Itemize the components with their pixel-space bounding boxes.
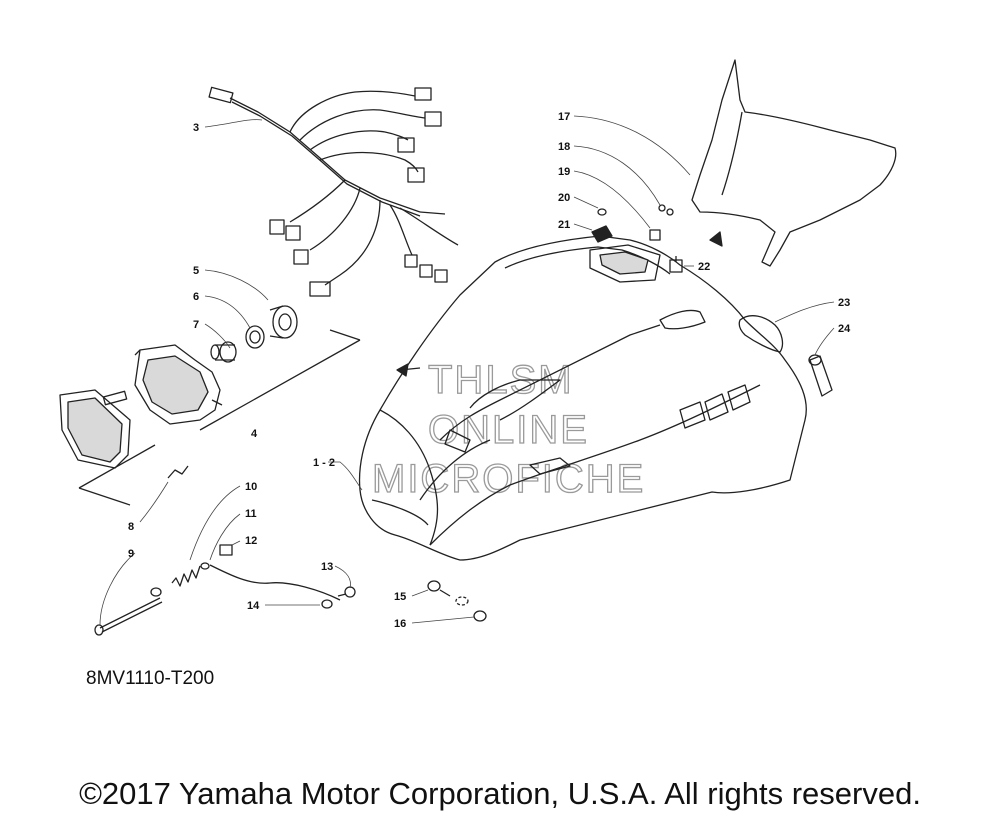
callout-23: 23 (838, 297, 850, 309)
windshield-screw (658, 204, 666, 212)
callout-19: 19 (558, 166, 570, 178)
callout-15: 15 (394, 591, 406, 603)
cable-assembly (200, 562, 341, 601)
retaining-ring (245, 325, 265, 349)
washer-small (150, 587, 162, 597)
watermark: THLSM ONLINE MICROFICHE (371, 357, 645, 501)
leader-lines (99, 115, 835, 626)
hood (358, 235, 807, 561)
callout-labels: 1 - 2 3 4 5 6 7 8 9 10 11 12 13 14 15 16… (128, 111, 851, 630)
spring-clip (167, 465, 189, 479)
headlight-assembly (59, 329, 361, 506)
emblem (808, 354, 833, 397)
bolt (427, 580, 451, 597)
callout-22: 22 (698, 261, 710, 273)
callout-16: 16 (394, 618, 406, 630)
windshield-nut (666, 208, 674, 216)
callout-14: 14 (247, 600, 260, 612)
callout-1-2: 1 - 2 (313, 457, 335, 469)
callout-10: 10 (245, 481, 257, 493)
side-badge (738, 315, 784, 353)
diagram-code: 8MV1110-T200 (86, 668, 215, 689)
bracket-clip (219, 544, 233, 556)
grommet (321, 599, 333, 609)
watermark-line-2: ONLINE (428, 408, 589, 452)
decal-plate (591, 225, 613, 243)
callout-5: 5 (193, 265, 199, 277)
callout-18: 18 (558, 141, 570, 153)
windshield (691, 59, 897, 267)
callout-13: 13 (321, 561, 333, 573)
copyright-notice: ©2017 Yamaha Motor Corporation, U.S.A. A… (79, 776, 921, 811)
callout-4: 4 (251, 428, 258, 440)
callout-12: 12 (245, 535, 257, 547)
callout-3: 3 (193, 122, 199, 134)
watermark-line-3: MICROFICHE (372, 457, 645, 501)
headlight-bulb (210, 341, 237, 363)
headlight-socket (269, 305, 298, 339)
adjuster-screw (94, 597, 163, 636)
callout-7: 7 (193, 319, 199, 331)
callout-20: 20 (558, 192, 570, 204)
plug-cap (649, 229, 661, 241)
callout-11: 11 (245, 508, 257, 520)
rivet (337, 586, 356, 598)
adjuster-spring (171, 565, 201, 587)
callout-9: 9 (128, 548, 134, 560)
grommet-small (597, 208, 607, 216)
switch-fastener (669, 256, 683, 273)
callout-17: 17 (558, 111, 570, 123)
callout-8: 8 (128, 521, 134, 533)
wiring-harness (208, 86, 459, 297)
callout-24: 24 (838, 323, 851, 335)
callout-21: 21 (558, 219, 570, 231)
callout-6: 6 (193, 291, 199, 303)
washer (455, 596, 469, 606)
nut (473, 610, 487, 622)
